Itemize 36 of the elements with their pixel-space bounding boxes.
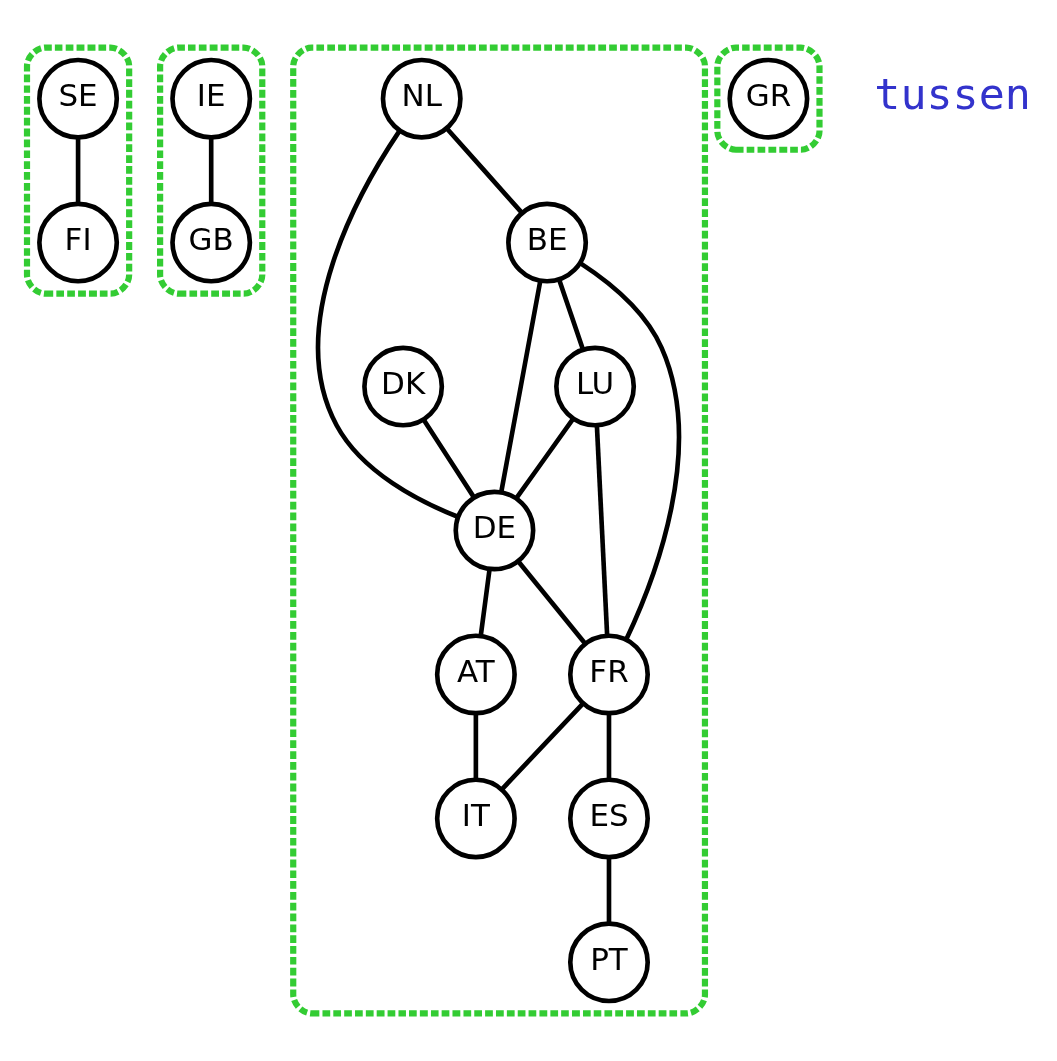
cluster [290,44,709,1017]
connector [594,425,610,636]
node-circle: ES [567,777,650,860]
connector [578,261,682,641]
connector [557,278,586,351]
node-circle: DK [362,345,445,428]
connector [606,857,612,924]
label: tussen [874,69,1031,120]
connector [500,702,585,791]
node-circle: GB [170,201,253,284]
node-circle: SE [37,57,120,140]
node-circle: DE [453,489,536,572]
connector [315,129,459,519]
connector [445,127,524,215]
node-circle: LU [554,345,637,428]
node-circle: PT [567,921,650,1004]
cluster [23,44,133,297]
connector [75,137,81,204]
connector [421,418,476,499]
node-circle: GR [727,57,810,140]
cluster [714,44,823,153]
node-circle: AT [434,633,517,716]
connector [478,568,492,636]
connector [208,137,214,204]
cluster [157,44,266,297]
connector [514,417,576,500]
node-circle: FI [37,201,120,284]
connector [606,713,612,780]
node-circle: NL [380,57,463,140]
node-circle: IT [434,777,517,860]
connector [516,559,588,646]
node-circle: BE [506,201,589,284]
connector [473,713,479,780]
node-circle: FR [567,633,650,716]
node-circle: IE [170,57,253,140]
connector [499,280,543,493]
